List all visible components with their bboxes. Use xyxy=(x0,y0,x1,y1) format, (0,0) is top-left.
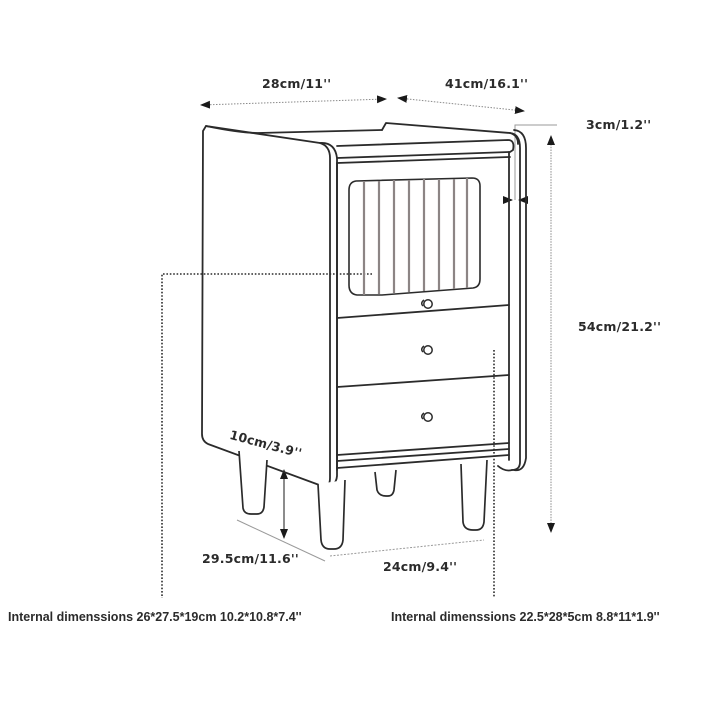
note-drawer: Internal dimenssions 22.5*28*5cm 8.8*11*… xyxy=(391,610,660,624)
label-top-width: 28cm/11'' xyxy=(262,76,332,91)
leg-front-right xyxy=(460,459,488,531)
glass-door xyxy=(348,177,481,296)
left-side-panel xyxy=(201,125,331,488)
drawer-2-knob-icon xyxy=(420,412,433,422)
leader-upper-compartment xyxy=(161,273,372,598)
label-side-thickness: 3cm/1.2'' xyxy=(586,117,652,132)
drawer-1-knob-icon xyxy=(420,345,433,355)
leg-front-left xyxy=(317,479,346,550)
label-base-width: 24cm/9.4'' xyxy=(383,559,458,574)
top-surface xyxy=(205,125,383,134)
label-base-depth: 29.5cm/11.6'' xyxy=(202,551,299,566)
drawer-2-bottom-edge xyxy=(336,442,510,456)
label-total-height: 54cm/21.2'' xyxy=(578,319,662,334)
door-bottom-edge xyxy=(336,304,510,319)
door-slats xyxy=(362,178,469,295)
legs xyxy=(238,450,488,550)
dim-line-side-thickness xyxy=(503,124,557,204)
door-knob-icon xyxy=(420,299,433,309)
dim-line-top-width xyxy=(200,95,387,109)
label-top-depth: 41cm/16.1'' xyxy=(445,76,529,91)
cabinet-body xyxy=(201,122,527,488)
dim-line-base-depth xyxy=(236,519,326,562)
leg-back-right xyxy=(374,469,397,497)
top-front-rail xyxy=(336,139,515,159)
leg-back-left xyxy=(238,450,268,515)
drawer-1-bottom-edge xyxy=(336,374,510,388)
knob-icons xyxy=(420,299,433,422)
right-side-panel xyxy=(509,132,521,471)
dim-line-top-depth xyxy=(397,94,525,115)
note-upper-compartment: Internal dimenssions 26*27.5*19cm 10.2*1… xyxy=(8,610,302,624)
dim-line-base-width xyxy=(329,539,485,557)
